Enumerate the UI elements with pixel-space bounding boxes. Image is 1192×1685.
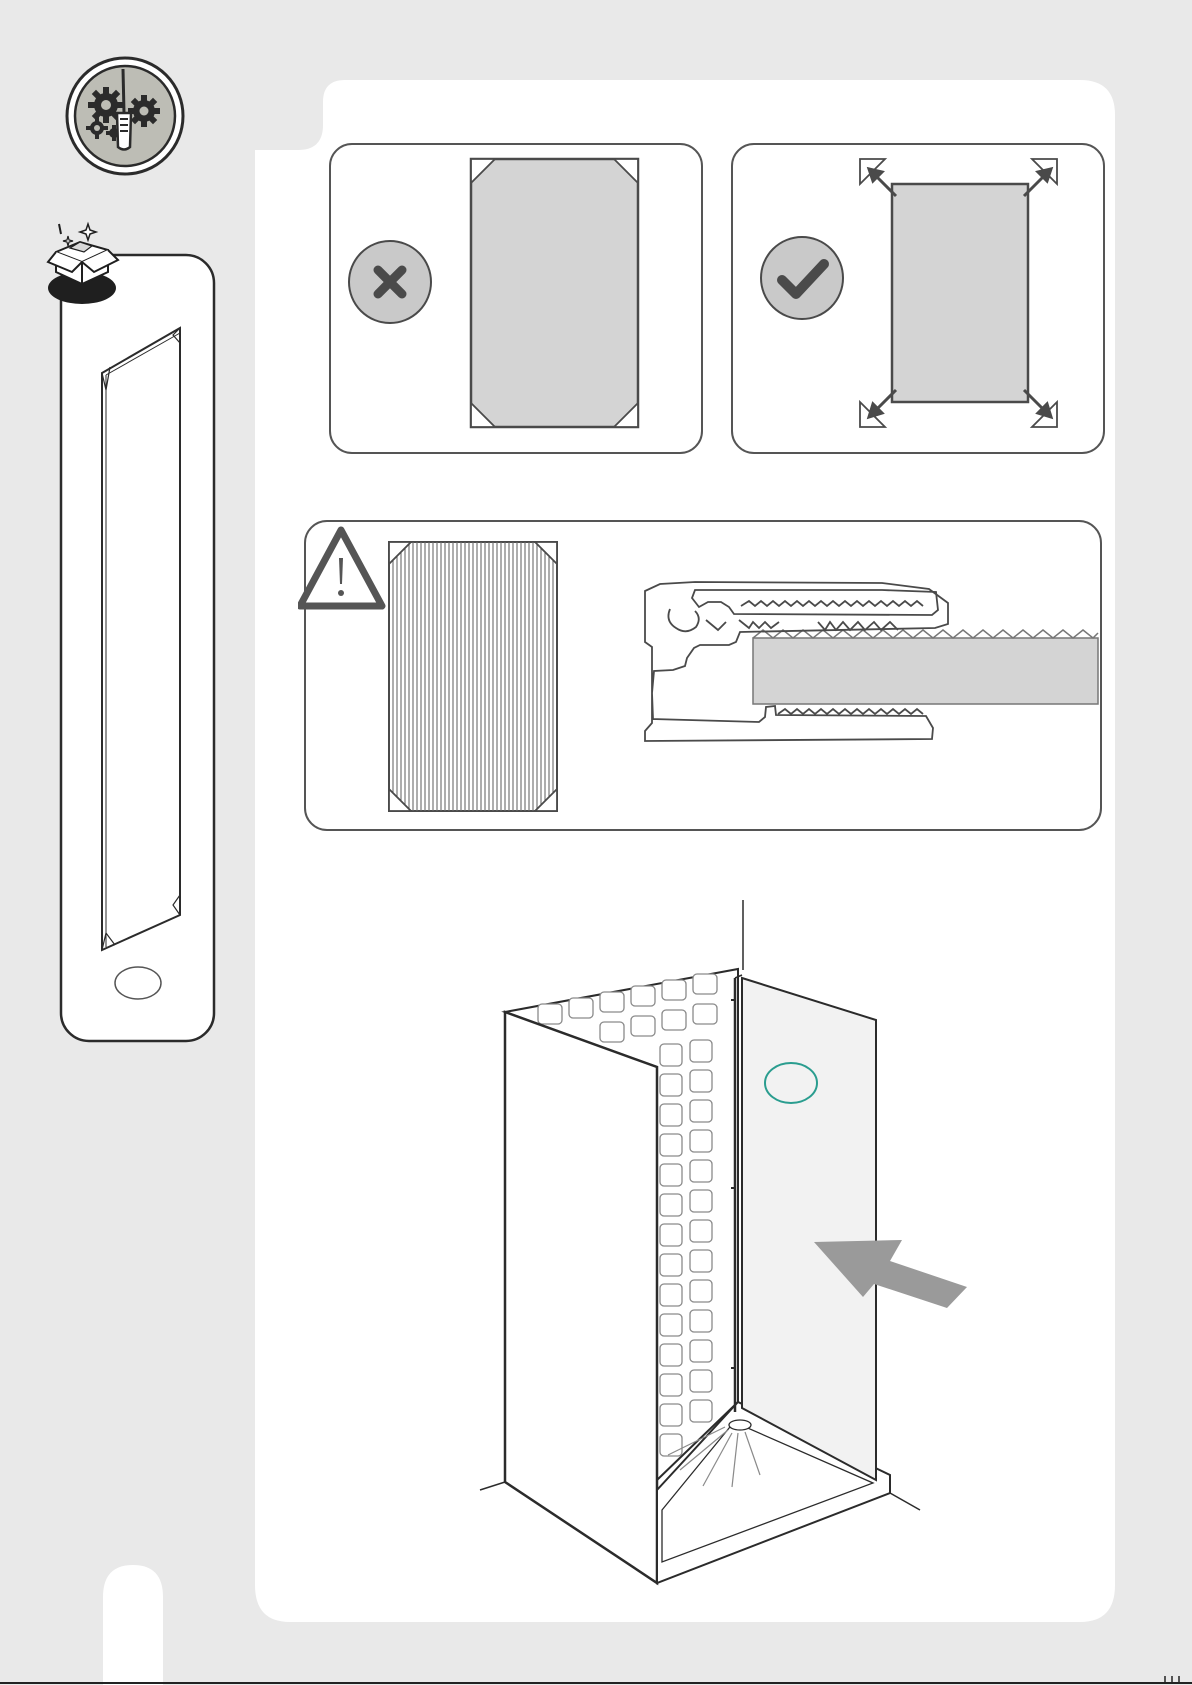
cross-icon: [349, 241, 431, 323]
warning-panel: [298, 518, 1106, 834]
glass-panel: [731, 975, 876, 1480]
ribbed-sheet: [389, 542, 557, 811]
correct-example-panel: [730, 142, 1108, 456]
gears-and-screwdriver-icon: [64, 55, 186, 177]
parts-panel: [40, 215, 220, 1045]
check-icon: [761, 237, 843, 319]
shower-enclosure-illustration: [470, 890, 970, 1600]
open-box-icon: [44, 220, 124, 310]
glass-panel-part: [102, 328, 180, 950]
sheet-with-protectors-on: [471, 159, 638, 427]
quantity-badge: [115, 967, 161, 999]
wrong-example-panel: [328, 142, 706, 456]
